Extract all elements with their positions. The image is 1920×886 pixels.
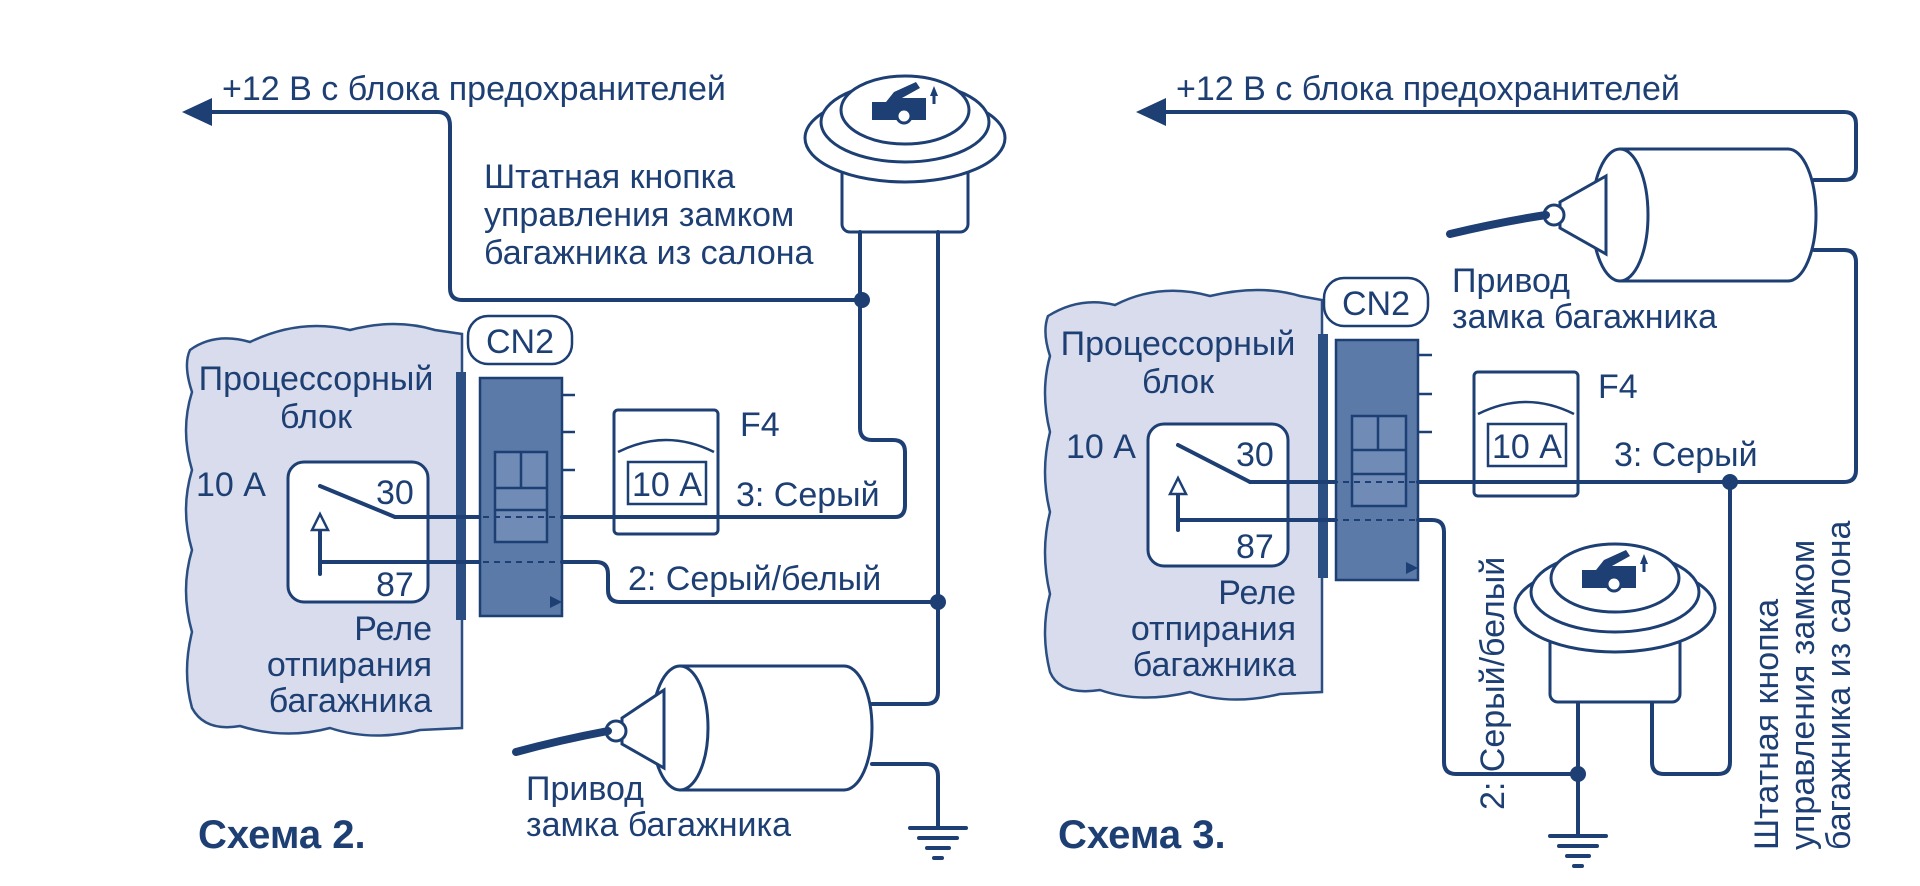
button-label-line-3: багажника из салона [1820,521,1858,850]
arrow-left-icon [1136,98,1166,126]
connector-label: CN2 [1342,285,1410,323]
fuse-rating: 10 А [632,466,702,504]
relay-label-line-1: Реле [1218,574,1296,612]
relay-pin-87: 87 [1236,528,1274,566]
button-label-line-1: Штатная кнопка [484,158,735,196]
unit-label-line-1: Процессорный [199,360,434,398]
fuse-name: F4 [740,406,780,444]
button-label-line-3: багажника из салона [484,234,813,272]
relay-label-line-2: отпирания [267,646,432,684]
schema-3: +12 В с блока предохранителей Привод зам… [1043,70,1858,868]
wire-2-label: 2: Серый/белый [628,560,881,598]
actuator-label-line-1: Привод [526,770,644,808]
relay-box [1146,422,1290,568]
trunk-actuator [1446,147,1820,283]
wire-supply [208,110,864,302]
ground-icon [1548,812,1608,868]
connector-label: CN2 [486,323,554,361]
relay-current: 10 А [1066,428,1136,466]
unit-label-line-2: блок [280,398,353,436]
wire-2-label: 2: Серый/белый [1474,557,1512,810]
schema-title: Схема 3. [1058,813,1226,857]
processor-unit-edge [1318,334,1328,578]
unit-label-line-1: Процессорный [1061,325,1296,363]
connector-cn2-tag [1322,276,1430,328]
relay-current: 10 А [196,466,266,504]
relay-pin-87: 87 [376,566,414,604]
button-label-line-2: управления замком [484,196,794,234]
wire-button-2 [896,230,940,706]
arrow-left-icon [182,98,212,126]
connector-cn2-tag [466,314,574,366]
relay-pin-30: 30 [1236,436,1274,474]
relay-label-line-3: багажника [1133,646,1296,684]
actuator-label-line-1: Привод [1452,262,1570,300]
supply-label: +12 В с блока предохранителей [222,70,726,108]
relay-pin-30: 30 [376,474,414,512]
relay-label-line-3: багажника [269,682,432,720]
wire-3-gray [1416,248,1858,484]
actuator-label-line-2: замка багажника [526,806,791,844]
wire-supply [1164,110,1858,182]
trunk-actuator [512,664,900,792]
wire-3-label: 3: Серый [1614,436,1758,474]
trunk-button-icon [1513,542,1717,704]
wire-3-gray [560,298,907,519]
relay-label-line-2: отпирания [1131,610,1296,648]
unit-label-line-2: блок [1142,363,1215,401]
fuse-rating: 10 А [1492,428,1562,466]
schema-title: Схема 2. [198,813,366,857]
supply-label: +12 В с блока предохранителей [1176,70,1680,108]
trunk-button-icon [803,74,1007,262]
wire-actuator-ground [896,762,940,812]
relay-box [286,460,430,604]
wire-2-gray-white [560,560,940,604]
relay-label-line-1: Реле [354,610,432,648]
wire-2-gray-white [1416,518,1580,776]
button-label-line-2: управления замком [1784,540,1822,850]
wire-3-label: 3: Серый [736,476,880,514]
wire-button-2 [1650,480,1732,776]
ground-icon [908,804,968,860]
schema-2: +12 В с блока предохранителей Штатная кн… [182,70,1007,860]
fuse-name: F4 [1598,368,1638,406]
processor-unit-edge [456,372,466,620]
actuator-label-line-2: замка багажника [1452,298,1717,336]
button-label-line-1: Штатная кнопка [1748,599,1786,850]
